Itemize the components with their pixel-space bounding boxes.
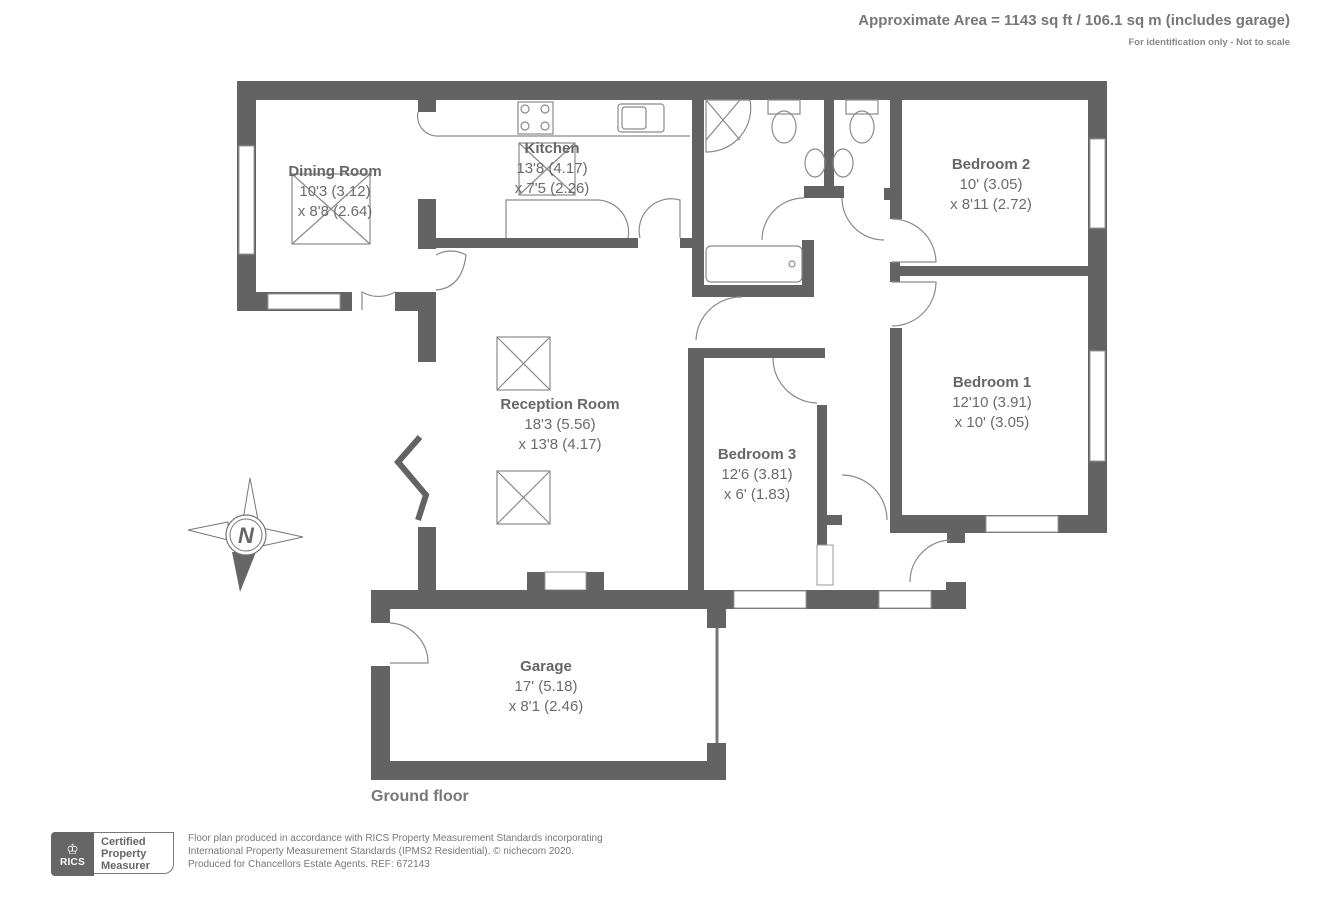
compass-rose-icon: N <box>187 477 304 592</box>
room-dimension: x 8'11 (2.72) <box>950 196 1032 213</box>
room-dimension: x 13'8 (4.17) <box>518 436 602 453</box>
lion-icon: ♔ <box>66 840 79 857</box>
scale-disclaimer: For identification only - Not to scale <box>1128 37 1290 48</box>
room-dimension: 10'3 (3.12) <box>299 183 371 200</box>
room-label-reception-room: Reception Room 18'3 (5.56) x 13'8 (4.17) <box>500 395 619 455</box>
room-dimension: x 6' (1.83) <box>723 486 791 503</box>
room-label-bedroom-1: Bedroom 1 12'10 (3.91) x 10' (3.05) <box>952 373 1032 433</box>
room-dimension: x 8'8 (2.64) <box>297 203 373 220</box>
room-label-bedroom-2: Bedroom 2 10' (3.05) x 8'11 (2.72) <box>950 155 1032 215</box>
room-dimension: 18'3 (5.56) <box>524 416 596 433</box>
room-dimension: 10' (3.05) <box>959 176 1023 193</box>
room-name: Bedroom 1 <box>952 374 1032 391</box>
room-name: Bedroom 3 <box>717 446 797 463</box>
room-dimension: 12'6 (3.81) <box>721 466 793 483</box>
window <box>878 590 932 609</box>
window <box>1089 138 1106 229</box>
room-label-kitchen: Kitchen 13'8 (4.17) x 7'5 (2.26) <box>515 139 590 199</box>
room-name: Garage <box>520 658 572 675</box>
room-dimension: 17' (5.18) <box>514 678 578 695</box>
svg-text:N: N <box>238 523 255 548</box>
window <box>733 590 807 609</box>
room-dimension: x 8'1 (2.46) <box>508 698 584 715</box>
footer-disclaimer: Floor plan produced in accordance with R… <box>188 833 603 870</box>
rics-badge: ♔ RICS Certified Property Measurer <box>51 832 174 876</box>
room-label-dining-room: Dining Room 10'3 (3.12) x 8'8 (2.64) <box>288 162 381 222</box>
room-label-bedroom-3: Bedroom 3 12'6 (3.81) x 6' (1.83) <box>718 445 796 505</box>
window <box>985 515 1059 533</box>
approximate-area-title: Approximate Area = 1143 sq ft / 106.1 sq… <box>858 12 1290 29</box>
room-name: Reception Room <box>500 396 620 413</box>
room-dimension: x 10' (3.05) <box>954 414 1030 431</box>
rics-logo: ♔ RICS <box>51 832 94 876</box>
floor-label: Ground floor <box>371 788 469 805</box>
room-label-garage: Garage 17' (5.18) x 8'1 (2.46) <box>509 657 584 717</box>
room-name: Bedroom 2 <box>951 156 1031 173</box>
room-name: Dining Room <box>288 163 382 180</box>
window <box>238 145 255 255</box>
room-dimension: 13'8 (4.17) <box>516 160 588 177</box>
window <box>1089 350 1106 462</box>
room-name: Kitchen <box>524 140 580 157</box>
window <box>816 544 834 586</box>
window <box>267 293 341 310</box>
room-dimension: x 7'5 (2.26) <box>514 180 590 197</box>
top-wall <box>237 81 1107 100</box>
certified-measurer-label: Certified Property Measurer <box>94 832 174 874</box>
room-dimension: 12'10 (3.91) <box>952 394 1032 411</box>
